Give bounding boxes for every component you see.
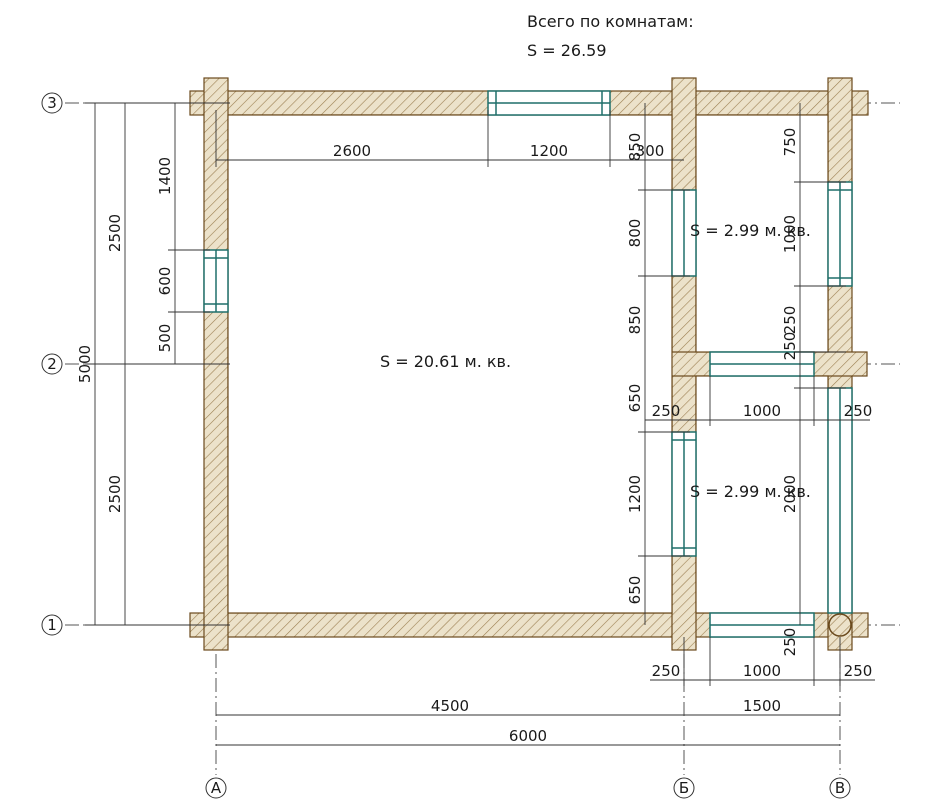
dim-800: 800	[626, 219, 644, 248]
dim-2000: 2000	[781, 475, 799, 513]
dim-2600: 2600	[333, 142, 371, 160]
summary-total: S = 26.59	[527, 41, 607, 60]
dim-1500: 1500	[743, 697, 781, 715]
room-label-bottom-right: S = 2.99 м. кв.	[690, 482, 811, 501]
axis-2-marker	[41, 353, 63, 375]
dim-5000: 5000	[76, 345, 94, 383]
dim-row-250-left: 250	[652, 402, 681, 420]
dim-1200-vertical: 1200	[626, 475, 644, 513]
axis-label-a: А	[211, 779, 222, 797]
dim-650-top: 650	[626, 384, 644, 413]
dim-750: 750	[781, 128, 799, 157]
axis-label-1: 1	[47, 616, 57, 634]
room-label-big: S = 20.61 м. кв.	[380, 352, 511, 371]
dim-row-1000: 1000	[743, 402, 781, 420]
dim-300: 300	[636, 142, 665, 160]
dim-850-top: 850	[626, 133, 644, 162]
dim-2500-top: 2500	[106, 214, 124, 252]
axis-label-b: Б	[679, 779, 689, 797]
dim-250-a: 250	[781, 306, 799, 335]
axis-labels: 3 2 1 А Б В	[47, 94, 845, 797]
dimension-texts: 2600 1200 300 250 1000 250 250 1000 250 …	[76, 128, 872, 745]
dim-600: 600	[156, 267, 174, 296]
dim-row-250-right: 250	[844, 402, 873, 420]
axis-a-marker	[205, 777, 227, 799]
dim-250-b: 250	[781, 332, 799, 361]
dim-1200: 1200	[530, 142, 568, 160]
column-icon	[828, 613, 852, 637]
axis-b-marker	[673, 777, 695, 799]
dim-1000-vertical: 1000	[781, 215, 799, 253]
dim-4500: 4500	[431, 697, 469, 715]
dim-650-bottom: 650	[626, 576, 644, 605]
dim-250-c: 250	[781, 628, 799, 657]
dim-bot-1000: 1000	[743, 662, 781, 680]
dim-6000: 6000	[509, 727, 547, 745]
room-label-top-right: S = 2.99 м. кв.	[690, 221, 811, 240]
axis-3-marker	[41, 92, 63, 114]
axis-label-3: 3	[47, 94, 57, 112]
axis-markers	[41, 92, 851, 799]
dim-850: 850	[626, 306, 644, 335]
axis-label-v: В	[835, 779, 845, 797]
axis-1-marker	[41, 614, 63, 636]
dim-2500-bottom: 2500	[106, 475, 124, 513]
summary-title: Всего по комнатам:	[527, 12, 694, 31]
room-interiors	[227, 114, 829, 614]
dim-bot-250-left: 250	[652, 662, 681, 680]
dim-500: 500	[156, 324, 174, 353]
dim-bot-250-right: 250	[844, 662, 873, 680]
axis-label-2: 2	[47, 355, 57, 373]
dimension-lines	[85, 102, 875, 746]
axis-v-marker	[829, 777, 851, 799]
dim-1400: 1400	[156, 157, 174, 195]
